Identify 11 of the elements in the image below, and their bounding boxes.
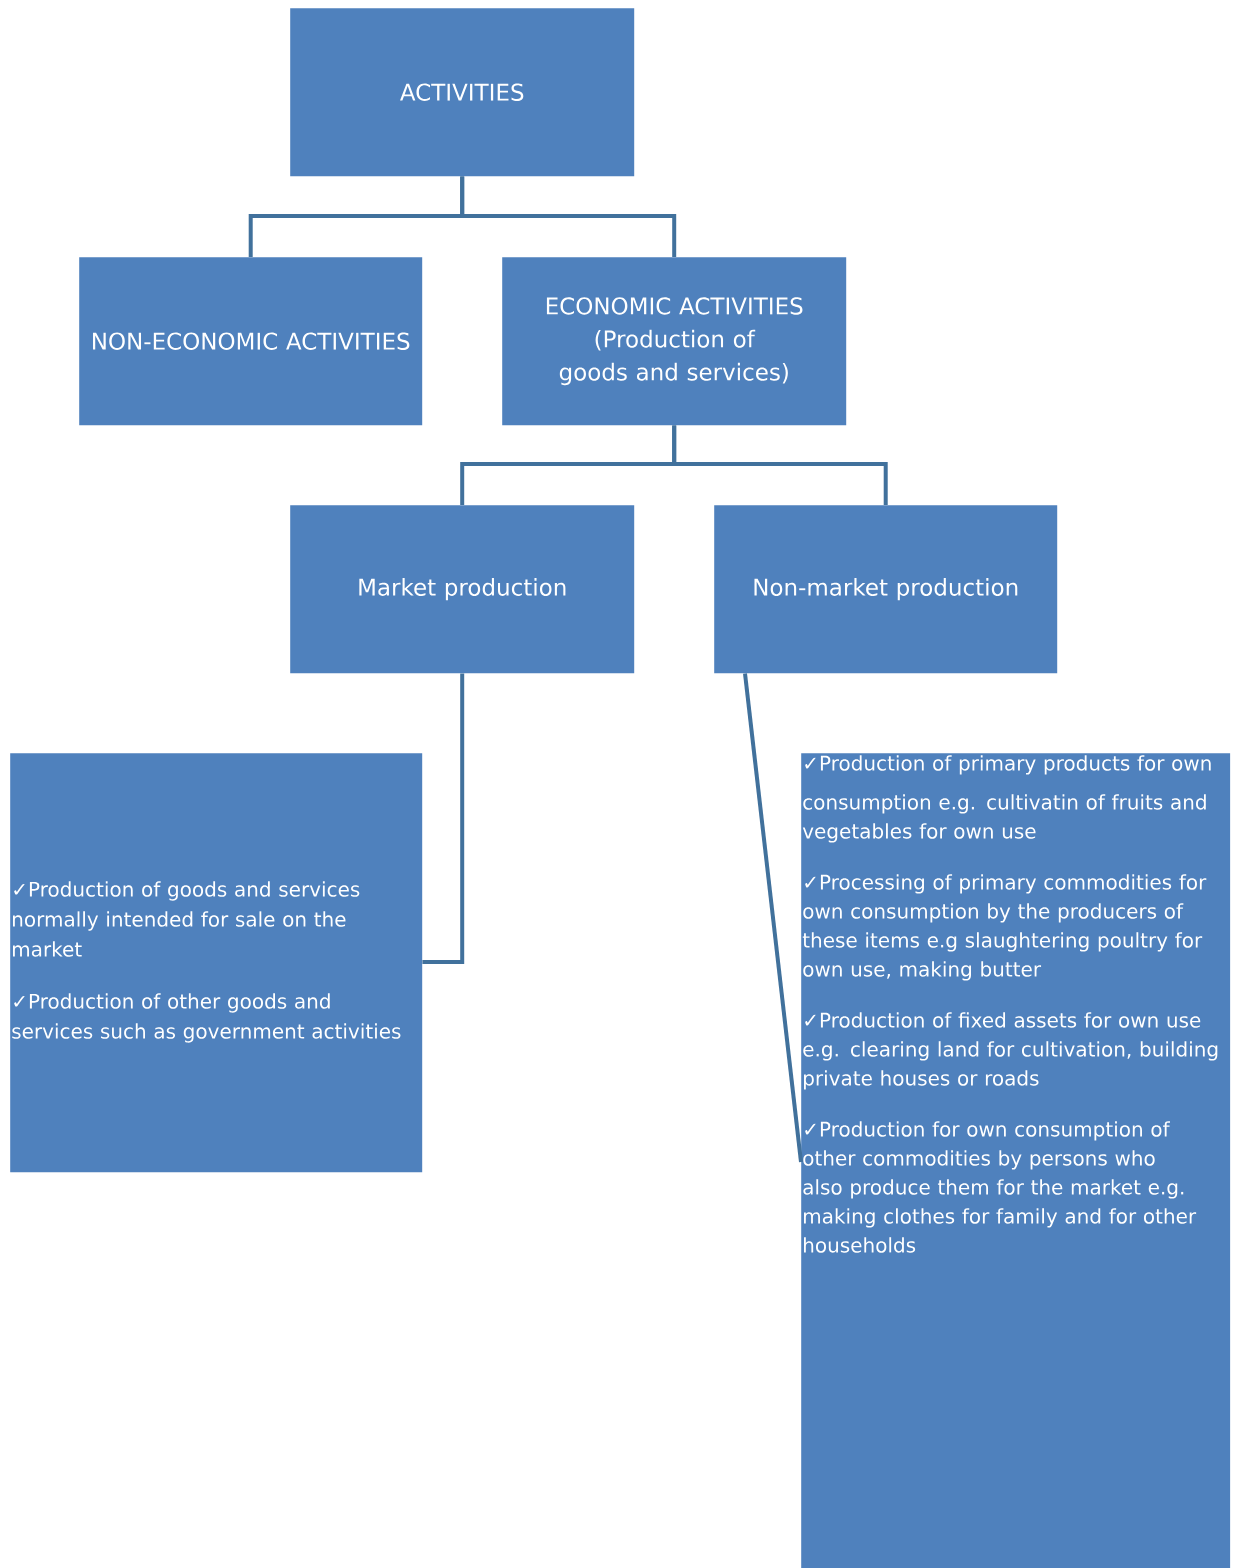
process-box: NON-ECONOMIC ACTIVITIES bbox=[79, 257, 423, 426]
process-box: ECONOMIC ACTIVITIES (Production of goods and services) bbox=[502, 257, 847, 426]
text-box: ✓Production of goods and services normally intended for sale on the market ✓Production of other goods and services such as government activities bbox=[10, 753, 423, 1173]
text-box: ✓Production of primary products for own consumption e.g. cultivatin of fruits and vegetables for own use ✓Processing of primary commodities for own consumption by the producers of these items e.g slaughtering poultry for own use, making butter ✓Production of fixed assets for own use e.g. clearing land for cultivation, building private houses or roads ✓Production for own consumption of other commodities by persons who also produce them for the market e.g. making clothes for family and for other households bbox=[801, 753, 1231, 1568]
connector-line bbox=[422, 673, 465, 964]
connector-line bbox=[460, 176, 677, 257]
process-box: Market production bbox=[290, 505, 635, 674]
process-box: ACTIVITIES bbox=[290, 8, 635, 177]
connector-line bbox=[672, 425, 888, 505]
process-box: Non-market production bbox=[714, 505, 1058, 674]
connector-line bbox=[743, 673, 803, 1163]
